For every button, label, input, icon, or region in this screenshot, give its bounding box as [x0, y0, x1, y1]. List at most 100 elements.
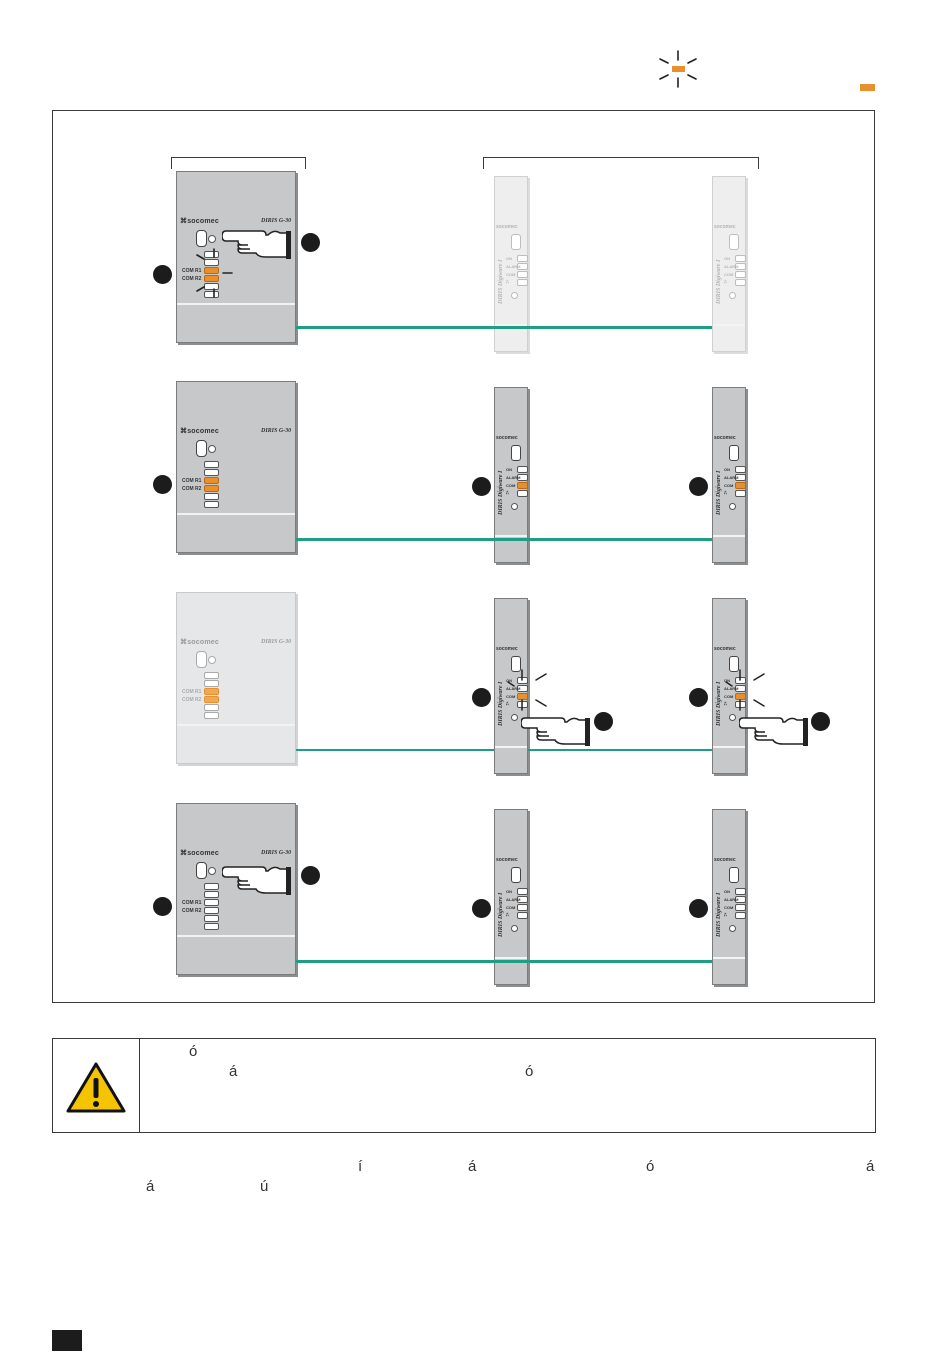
socomec-logo: socomec [496, 224, 518, 230]
g30-led [208, 445, 216, 453]
on-label: ON [506, 256, 512, 261]
body-text-fragment: á [146, 1178, 155, 1195]
alarm-label: ALARM [724, 897, 739, 902]
pulse-label: ⎍ [506, 279, 509, 284]
g30-led-slot [204, 251, 219, 258]
g30-led [208, 867, 216, 875]
com-r1-label: COM R1 [182, 900, 202, 906]
diris-i30-row2-b: socomec ON ALARM COM ⎍ DIRIS Digiware I [712, 387, 746, 563]
diris-i30-row4-b: socomec ON ALARM COM ⎍ DIRIS Digiware I [712, 809, 746, 985]
blinking-led-legend-icon [659, 50, 697, 88]
warning-text-fragment: ó [525, 1063, 534, 1080]
diris-i30-row4-a: socomec ON ALARM COM ⎍ DIRIS Digiware I [494, 809, 528, 985]
i30-pushbutton[interactable] [729, 656, 739, 672]
on-label: ON [724, 467, 730, 472]
callout-circle [472, 899, 491, 918]
alarm-label: ALARM [506, 475, 521, 480]
diris-vertical-label: DIRIS Digiware I [498, 259, 504, 304]
g30-pushbutton[interactable] [196, 862, 207, 879]
com-label: COM [724, 483, 734, 488]
body-text-fragment: ú [260, 1178, 269, 1195]
socomec-logo: ⌘socomec [180, 428, 219, 435]
pulse-label: ⎍ [724, 490, 727, 495]
on-label: ON [724, 889, 730, 894]
blink-rays-icon [196, 248, 233, 298]
pulse-label: ⎍ [506, 490, 509, 495]
diris-g30-row2: ⌘socomec DIRIS G-30 COM R1 COM R2 [176, 381, 296, 553]
g30-led [208, 656, 216, 664]
diris-i30-row1-a: socomec ON ALARM COM ⎍ DIRIS Digiware I [494, 176, 528, 352]
com-label: COM [506, 272, 516, 277]
on-label: ON [506, 889, 512, 894]
diris-g30-row3: ⌘socomec DIRIS G-30 COM R1 COM R2 [176, 592, 296, 764]
com-r1-label: COM R1 [182, 268, 202, 274]
socomec-logo: socomec [496, 857, 518, 863]
alarm-label: ALARM [724, 264, 739, 269]
g30-pushbutton[interactable] [196, 230, 207, 247]
com-label: COM [724, 694, 734, 699]
orange-led-marker [860, 84, 875, 91]
com-r2-label: COM R2 [182, 276, 202, 282]
com-label: COM [506, 905, 516, 910]
com-label: COM [506, 694, 516, 699]
g30-led [208, 235, 216, 243]
callout-circle [153, 265, 172, 284]
com-label: COM [724, 905, 734, 910]
socomec-logo: socomec [714, 224, 736, 230]
page-number-tab [52, 1330, 82, 1351]
diris-g30-row1: ⌘socomec DIRIS G-30 COM R1 COM R2 [176, 171, 296, 343]
i30-pushbutton[interactable] [729, 234, 739, 250]
pulse-label: ⎍ [506, 912, 509, 917]
model-label: DIRIS G-30 [261, 428, 292, 434]
callout-circle [301, 866, 320, 885]
callout-circle [594, 712, 613, 731]
diris-vertical-label: DIRIS Digiware I [498, 470, 504, 515]
pressing-hand-icon [739, 717, 808, 746]
alarm-label: ALARM [724, 475, 739, 480]
com-label: COM [724, 272, 734, 277]
g30-led-slot [204, 259, 219, 266]
rs485-bus-line [296, 326, 712, 329]
body-text-fragment: í [358, 1158, 363, 1175]
socomec-logo: socomec [714, 435, 736, 441]
com-r2-label: COM R2 [182, 697, 202, 703]
pulse-label: ⎍ [506, 701, 509, 706]
com-label: COM [506, 483, 516, 488]
pressing-hand-icon [521, 717, 590, 746]
diagram-frame [52, 110, 875, 1003]
on-label: ON [506, 678, 512, 683]
slaves-bracket [483, 157, 759, 169]
on-label: ON [724, 256, 730, 261]
model-label: DIRIS G-30 [261, 218, 292, 224]
blink-rays-icon [725, 669, 765, 711]
g30-pushbutton[interactable] [196, 651, 207, 668]
callout-circle [689, 899, 708, 918]
i30-pushbutton[interactable] [511, 445, 521, 461]
socomec-logo: ⌘socomec [180, 218, 219, 225]
pressing-hand-icon [222, 866, 291, 895]
pulse-label: ⎍ [724, 912, 727, 917]
blink-rays-icon [507, 669, 547, 711]
callout-circle [689, 688, 708, 707]
alarm-label: ALARM [506, 897, 521, 902]
com-r2-label: COM R2 [182, 908, 202, 914]
rs485-bus-line [296, 960, 712, 963]
i30-pushbutton[interactable] [729, 867, 739, 883]
i30-pushbutton[interactable] [511, 867, 521, 883]
g30-pushbutton[interactable] [196, 440, 207, 457]
alarm-label: ALARM [506, 686, 521, 691]
model-label: DIRIS G-30 [261, 639, 292, 645]
alarm-label: ALARM [724, 686, 739, 691]
alarm-label: ALARM [506, 264, 521, 269]
i30-pushbutton[interactable] [729, 445, 739, 461]
warning-text-fragment: á [229, 1063, 238, 1080]
body-text-fragment: ó [646, 1158, 655, 1175]
warning-triangle-icon [66, 1062, 126, 1113]
diris-vertical-label: DIRIS Digiware I [716, 892, 722, 937]
socomec-logo: ⌘socomec [180, 639, 219, 646]
i30-pushbutton[interactable] [511, 234, 521, 250]
i30-pushbutton[interactable] [511, 656, 521, 672]
com-r1-label: COM R1 [182, 478, 202, 484]
callout-circle [472, 688, 491, 707]
com-r1-label: COM R1 [182, 689, 202, 695]
